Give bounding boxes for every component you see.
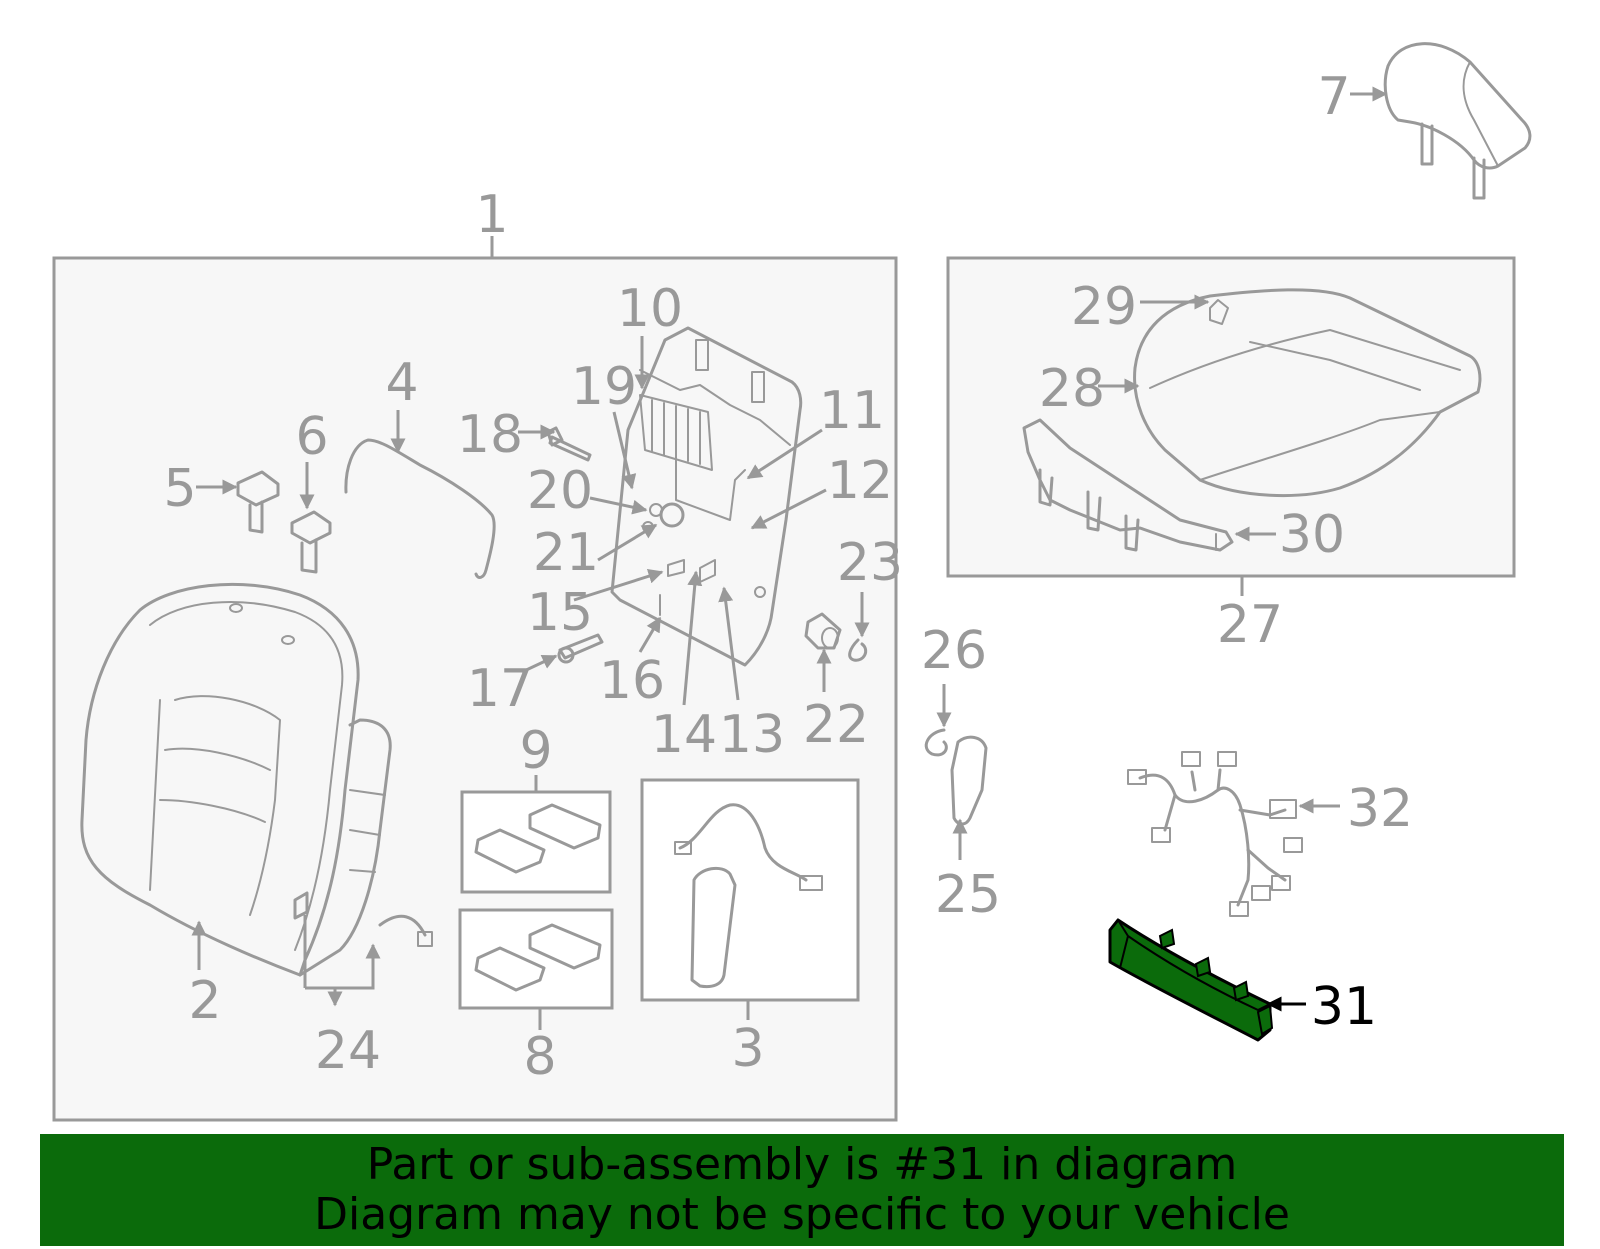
callout-16: 16 [599,651,665,711]
leader-20 [589,496,648,515]
lever-handle-part [950,735,988,826]
callout-19: 19 [571,357,637,417]
leader-19 [612,411,637,490]
callout-4: 4 [385,353,418,413]
callout-11: 11 [819,381,885,441]
callout-13: 13 [719,705,785,765]
cushion-assembly-box [946,256,1516,578]
callout-6: 6 [295,407,328,467]
callout-12: 12 [827,451,893,511]
callout-29: 29 [1071,277,1137,337]
callout-5: 5 [163,459,196,519]
callout-8: 8 [523,1027,556,1087]
leader-14 [682,570,703,706]
banner-line-2: Diagram may not be specific to your vehi… [314,1189,1290,1240]
headrest-part [1383,42,1532,200]
leader-15 [573,568,664,602]
leader-16 [638,616,662,653]
cushion-part [1133,288,1482,498]
callout-23: 23 [837,533,903,593]
leader-11 [746,428,823,480]
leader-21 [597,523,658,562]
seatback-frame-part [610,326,803,667]
highlighted-part-31 [1108,918,1274,1042]
clip-23-part [848,638,868,662]
leader-17 [521,654,558,674]
wire-rod-part [344,438,496,579]
callout-17: 17 [467,659,533,719]
callout-25: 25 [935,865,1001,925]
callout-20: 20 [527,461,593,521]
knob-22-part [804,612,842,650]
callout-21: 21 [533,523,599,583]
banner-line-1: Part or sub-assembly is #31 in diagram [366,1139,1238,1190]
notice-banner: Part or sub-assembly is #31 in diagram D… [40,1134,1564,1246]
pad-kit-8-box [458,908,614,1010]
headrest-guide-5-part [236,470,280,534]
wire-harness-part [1127,751,1303,917]
callout-1: 1 [475,185,508,245]
headrest-guide-6-part [290,510,332,574]
leader-12 [750,488,827,530]
callout-30: 30 [1279,505,1345,565]
pad-kit-9-part [474,803,602,874]
callout-28: 28 [1039,359,1105,419]
callout-24: 24 [315,1021,381,1081]
callout-27: 27 [1217,595,1283,655]
callout-32: 32 [1347,779,1413,839]
side-airbag-part [674,803,823,989]
cushion-frame-part [1022,418,1234,552]
callout-7: 7 [1317,67,1350,127]
hook-26-part [924,728,948,757]
callout-26: 26 [921,621,987,681]
callout-15: 15 [527,583,593,643]
leader-13 [718,586,740,701]
callout-22: 22 [803,695,869,755]
callout-2: 2 [188,971,221,1031]
callout-18: 18 [457,405,523,465]
callout-3: 3 [731,1019,764,1079]
clip-wire-part [293,891,433,947]
callout-14: 14 [651,705,717,765]
callout-9: 9 [519,721,552,781]
callout-31: 31 [1311,977,1377,1037]
callout-10: 10 [617,279,683,339]
pad-kit-8-part [474,923,602,992]
